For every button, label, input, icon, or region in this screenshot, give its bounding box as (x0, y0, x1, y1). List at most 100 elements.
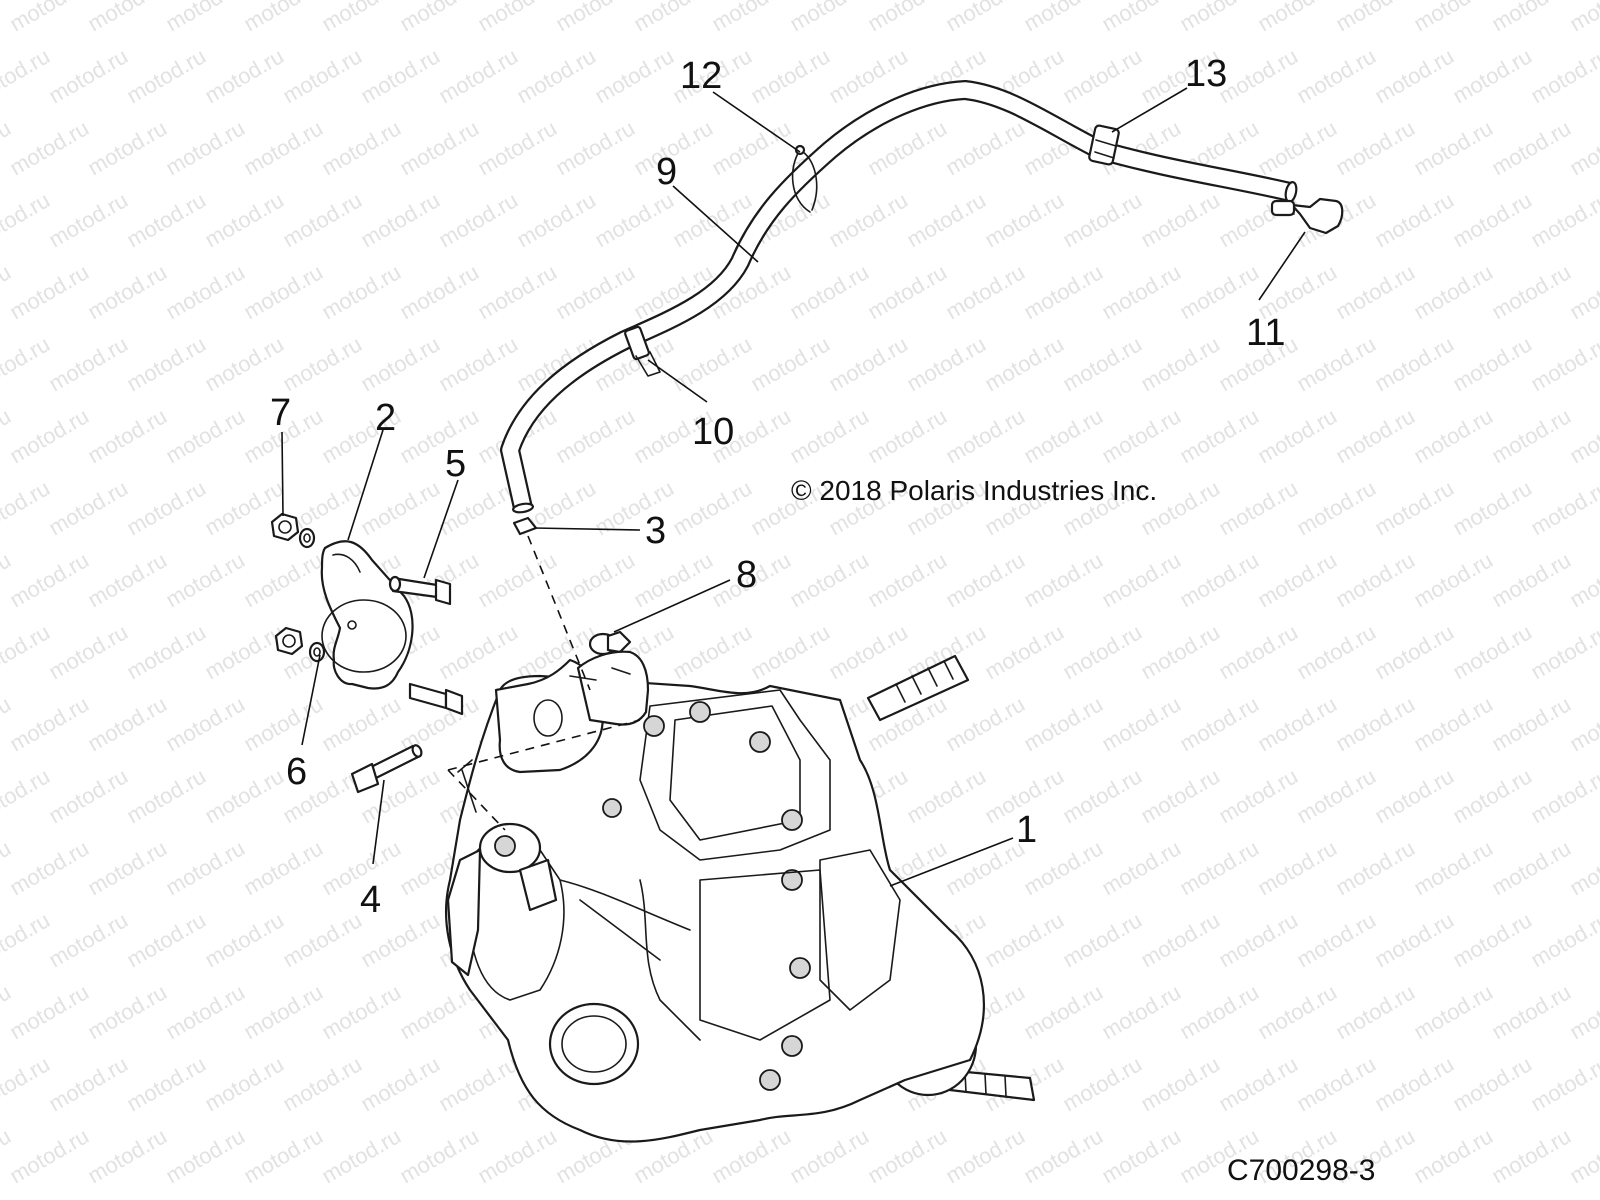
watermark-text: motod.ru (1370, 331, 1458, 396)
watermark-text: motod.ru (1097, 691, 1185, 756)
watermark-text: motod.ru (5, 0, 93, 36)
watermark-text: motod.ru (1526, 331, 1600, 396)
watermark-text: motod.ru (434, 187, 522, 252)
watermark-text: motod.ru (785, 259, 873, 324)
watermark-text: motod.ru (1370, 187, 1458, 252)
watermark-text: motod.ru (1214, 475, 1302, 540)
watermark-text: motod.ru (83, 835, 171, 900)
watermark-text: motod.ru (44, 331, 132, 396)
watermark-text: motod.ru (1448, 619, 1536, 684)
watermark-text: motod.ru (1058, 43, 1146, 108)
watermark-text: motod.ru (1136, 619, 1224, 684)
watermark-text: motod.ru (668, 475, 756, 540)
hose-clamp-13 (1088, 124, 1120, 166)
callout-6: 6 (286, 751, 307, 793)
watermark-text: motod.ru (863, 547, 951, 612)
watermark-text: motod.ru (317, 115, 405, 180)
watermark-text: motod.ru (473, 259, 561, 324)
watermark-text: motod.ru (551, 403, 639, 468)
watermark-text: motod.ru (122, 331, 210, 396)
watermark-text: motod.ru (668, 1195, 756, 1200)
watermark-text: motod.ru (1058, 331, 1146, 396)
watermark-text: motod.ru (1292, 1195, 1380, 1200)
nut-8 (588, 630, 632, 656)
callouts: 1 2 3 4 5 6 7 8 9 10 11 12 13 (270, 53, 1285, 921)
watermark-text: motod.ru (5, 835, 93, 900)
watermark-text: motod.ru (1487, 115, 1575, 180)
watermark-text: motod.ru (1331, 403, 1419, 468)
watermark-text: motod.ru (1409, 547, 1497, 612)
watermark-text: motod.ru (1097, 0, 1185, 36)
watermark-text: motod.ru (551, 547, 639, 612)
watermark-text: motod.ru (1565, 835, 1600, 900)
watermark-text: motod.ru (1058, 187, 1146, 252)
watermark-text: motod.ru (824, 1195, 912, 1200)
watermark-text: motod.ru (122, 1195, 210, 1200)
watermark-text: motod.ru (1292, 1051, 1380, 1116)
watermark-text: motod.ru (941, 403, 1029, 468)
watermark-text: motod.ru (1526, 1195, 1600, 1200)
watermark-text: motod.ru (5, 115, 93, 180)
watermark-text: motod.ru (434, 331, 522, 396)
watermark-text: motod.ru (1175, 835, 1263, 900)
alignment-lines (447, 535, 641, 831)
watermark-text: motod.ru (1097, 547, 1185, 612)
watermark-text: motod.ru (317, 691, 405, 756)
watermark-text: motod.ru (434, 43, 522, 108)
watermark-text: motod.ru (1058, 763, 1146, 828)
watermark-text: motod.ru (512, 43, 600, 108)
watermark-text: motod.ru (707, 115, 795, 180)
watermark-text: motod.ru (1253, 403, 1341, 468)
watermark-text: motod.ru (1448, 187, 1536, 252)
watermark-text: motod.ru (551, 115, 639, 180)
watermark-text: motod.ru (1253, 547, 1341, 612)
watermark-text: motod.ru (44, 43, 132, 108)
watermark-text: motod.ru (278, 1195, 366, 1200)
watermark-text: motod.ru (980, 331, 1068, 396)
watermark-text: motod.ru (1214, 763, 1302, 828)
watermark-text: motod.ru (200, 1051, 288, 1116)
watermark-text: motod.ru (5, 403, 93, 468)
watermark-text: motod.ru (1058, 1195, 1146, 1200)
watermark-text: motod.ru (785, 403, 873, 468)
watermark-text: motod.ru (44, 1195, 132, 1200)
watermark-text: motod.ru (1214, 619, 1302, 684)
watermark-text: motod.ru (1292, 619, 1380, 684)
watermark-text: motod.ru (161, 835, 249, 900)
watermark-text: motod.ru (1136, 907, 1224, 972)
watermark-text: motod.ru (0, 1051, 54, 1116)
watermark-text: motod.ru (239, 259, 327, 324)
hose-clip-10 (624, 325, 661, 377)
watermark-text: motod.ru (1331, 0, 1419, 36)
watermark-text: motod.ru (1175, 403, 1263, 468)
watermark-text: motod.ru (0, 1195, 54, 1200)
watermark-text: motod.ru (1136, 331, 1224, 396)
watermark-text: motod.ru (44, 475, 132, 540)
watermark-text: motod.ru (1526, 619, 1600, 684)
watermark-text: motod.ru (1097, 403, 1185, 468)
watermark-text: motod.ru (44, 187, 132, 252)
watermark-text: motod.ru (980, 907, 1068, 972)
watermark-text: motod.ru (473, 0, 561, 36)
watermark-text: motod.ru (122, 43, 210, 108)
watermark-text: motod.ru (83, 691, 171, 756)
watermark-text: motod.ru (902, 331, 990, 396)
sensor-bracket-2 (320, 540, 414, 690)
watermark-text: motod.ru (1136, 763, 1224, 828)
housing-bolts (602, 701, 811, 1091)
watermark-text: motod.ru (44, 763, 132, 828)
watermark-text: motod.ru (239, 835, 327, 900)
watermark-text: motod.ru (1448, 1051, 1536, 1116)
watermark-text: motod.ru (356, 475, 444, 540)
watermark-text: motod.ru (824, 187, 912, 252)
watermark-text: motod.ru (0, 907, 54, 972)
watermark-text: motod.ru (1331, 115, 1419, 180)
watermark-text: motod.ru (161, 547, 249, 612)
watermark-text: motod.ru (5, 259, 93, 324)
watermark-text: motod.ru (278, 331, 366, 396)
watermark-text: motod.ru (1019, 691, 1107, 756)
watermark-text: motod.ru (1253, 835, 1341, 900)
nut-7 (270, 512, 316, 549)
watermark-text: motod.ru (941, 259, 1029, 324)
